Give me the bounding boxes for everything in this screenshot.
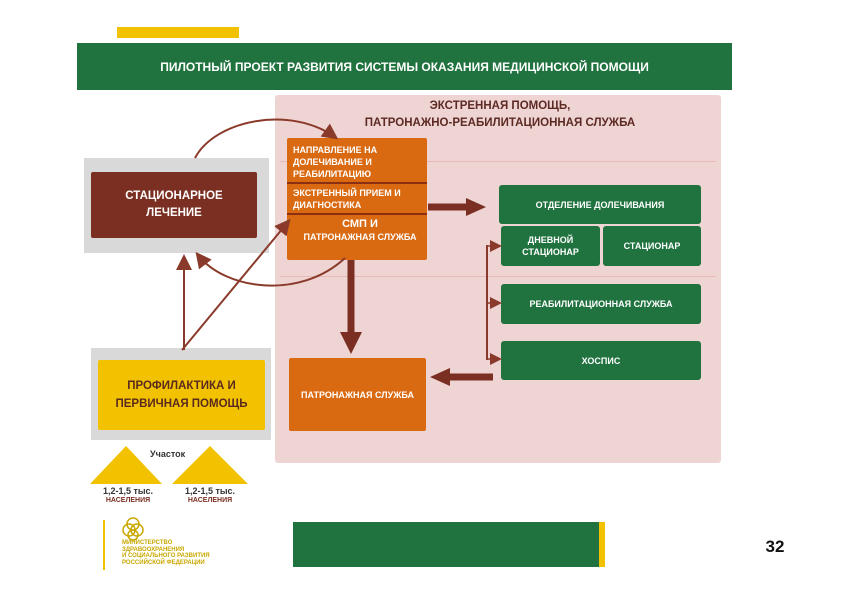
stationary-line2: ЛЕЧЕНИЕ	[146, 207, 202, 219]
prevention-box: ПРОФИЛАКТИКА И ПЕРВИЧНАЯ ПОМОЩЬ	[98, 360, 265, 430]
footer-bar	[293, 522, 603, 567]
thick-arrow-right-head	[466, 198, 486, 216]
patronage-service-box: ПАТРОНАЖНАЯ СЛУЖБА	[289, 358, 426, 431]
district-right-line2: НАСЕЛЕНИЯ	[187, 497, 233, 504]
ministry-line2: ЗДРАВООХРАНЕНИЯ	[122, 546, 185, 553]
reception-line2: ДИАГНОСТИКА	[293, 200, 362, 210]
smp-line1: СМП И	[342, 218, 378, 230]
panel-title-line2: ПАТРОНАЖНО-РЕАБИЛИТАЦИОННАЯ СЛУЖБА	[364, 117, 636, 129]
emergency-box: НАПРАВЛЕНИЕ НА ДОЛЕЧИВАНИЕ И РЕАБИЛИТАЦИ…	[287, 138, 427, 260]
district-triangle-left	[90, 446, 162, 484]
referral-line1: НАПРАВЛЕНИЕ НА	[293, 145, 378, 155]
referral-line2: ДОЛЕЧИВАНИЕ И	[293, 157, 372, 167]
curved-arrow-to-stationary	[195, 251, 346, 287]
divider	[280, 161, 716, 162]
panel-title: ЭКСТРЕННАЯ ПОМОЩЬ, ПАТРОНАЖНО-РЕАБИЛИТАЦ…	[300, 98, 700, 138]
stationary-treatment-box: СТАЦИОНАРНОЕ ЛЕЧЕНИЕ	[91, 172, 257, 238]
district-left-caption: 1,2-1,5 тыс. НАСЕЛЕНИЯ	[93, 486, 163, 506]
district-right-line1: 1,2-1,5 тыс.	[184, 486, 236, 496]
separator	[287, 182, 427, 184]
top-accent-bar	[117, 27, 239, 38]
referral-block: НАПРАВЛЕНИЕ НА ДОЛЕЧИВАНИЕ И РЕАБИЛИТАЦИ…	[287, 138, 427, 180]
district-triangle-right	[172, 446, 248, 484]
footer-accent	[599, 522, 605, 567]
hospital-box: СТАЦИОНАР	[603, 226, 701, 266]
smp-block: СМП И ПАТРОНАЖНАЯ СЛУЖБА	[287, 215, 427, 243]
district-right-caption: 1,2-1,5 тыс. НАСЕЛЕНИЯ	[175, 486, 245, 506]
stationary-line1: СТАЦИОНАРНОЕ	[125, 190, 223, 202]
diagonal-arrow-to-emergency	[181, 218, 291, 351]
header-bar	[77, 43, 732, 90]
district-label: Участок	[150, 449, 186, 459]
rehab-service-box: РЕАБИЛИТАЦИОННАЯ СЛУЖБА	[501, 284, 701, 324]
prevention-line1: ПРОФИЛАКТИКА И	[127, 380, 236, 392]
page-title: ПИЛОТНЫЙ ПРОЕКТ РАЗВИТИЯ СИСТЕМЫ ОКАЗАНИ…	[160, 59, 649, 74]
ministry-logo	[122, 517, 144, 541]
district-left-line2: НАСЕЛЕНИЯ	[105, 497, 151, 504]
curved-arrow-to-emergency	[194, 118, 339, 159]
ministry-line3: И СОЦИАЛЬНОГО РАЗВИТИЯ	[122, 553, 210, 559]
ministry-line4: РОССИЙСКОЙ ФЕДЕРАЦИИ	[122, 559, 205, 566]
day-hospital-line1: ДНЕВНОЙ	[527, 235, 574, 245]
day-hospital-line2: СТАЦИОНАР	[522, 247, 579, 257]
reception-line1: ЭКСТРЕННЫЙ ПРИЕМ И	[293, 188, 401, 198]
footer-accent-line	[103, 520, 105, 570]
day-hospital-box: ДНЕВНОЙ СТАЦИОНАР	[501, 226, 600, 266]
panel-title-line1: ЭКСТРЕННАЯ ПОМОЩЬ,	[429, 100, 571, 112]
smp-line2: ПАТРОНАЖНАЯ СЛУЖБА	[303, 232, 417, 242]
separator	[287, 213, 427, 215]
hospice-box: ХОСПИС	[501, 341, 701, 380]
thick-arrow-left-head	[430, 368, 450, 386]
reception-block: ЭКСТРЕННЫЙ ПРИЕМ И ДИАГНОСТИКА	[287, 184, 427, 211]
prevention-line2: ПЕРВИЧНАЯ ПОМОЩЬ	[115, 398, 248, 410]
ministry-name: МИНИСТЕРСТВО ЗДРАВООХРАНЕНИЯ И СОЦИАЛЬНО…	[122, 540, 282, 570]
ministry-line1: МИНИСТЕРСТВО	[122, 540, 173, 546]
thick-arrow-down-head	[340, 332, 362, 354]
district-left-line1: 1,2-1,5 тыс.	[102, 486, 154, 496]
referral-line3: РЕАБИЛИТАЦИЮ	[293, 169, 371, 179]
aftercare-box: ОТДЕЛЕНИЕ ДОЛЕЧИВАНИЯ	[499, 185, 701, 224]
page-number: 32	[765, 537, 785, 556]
divider	[280, 276, 716, 277]
